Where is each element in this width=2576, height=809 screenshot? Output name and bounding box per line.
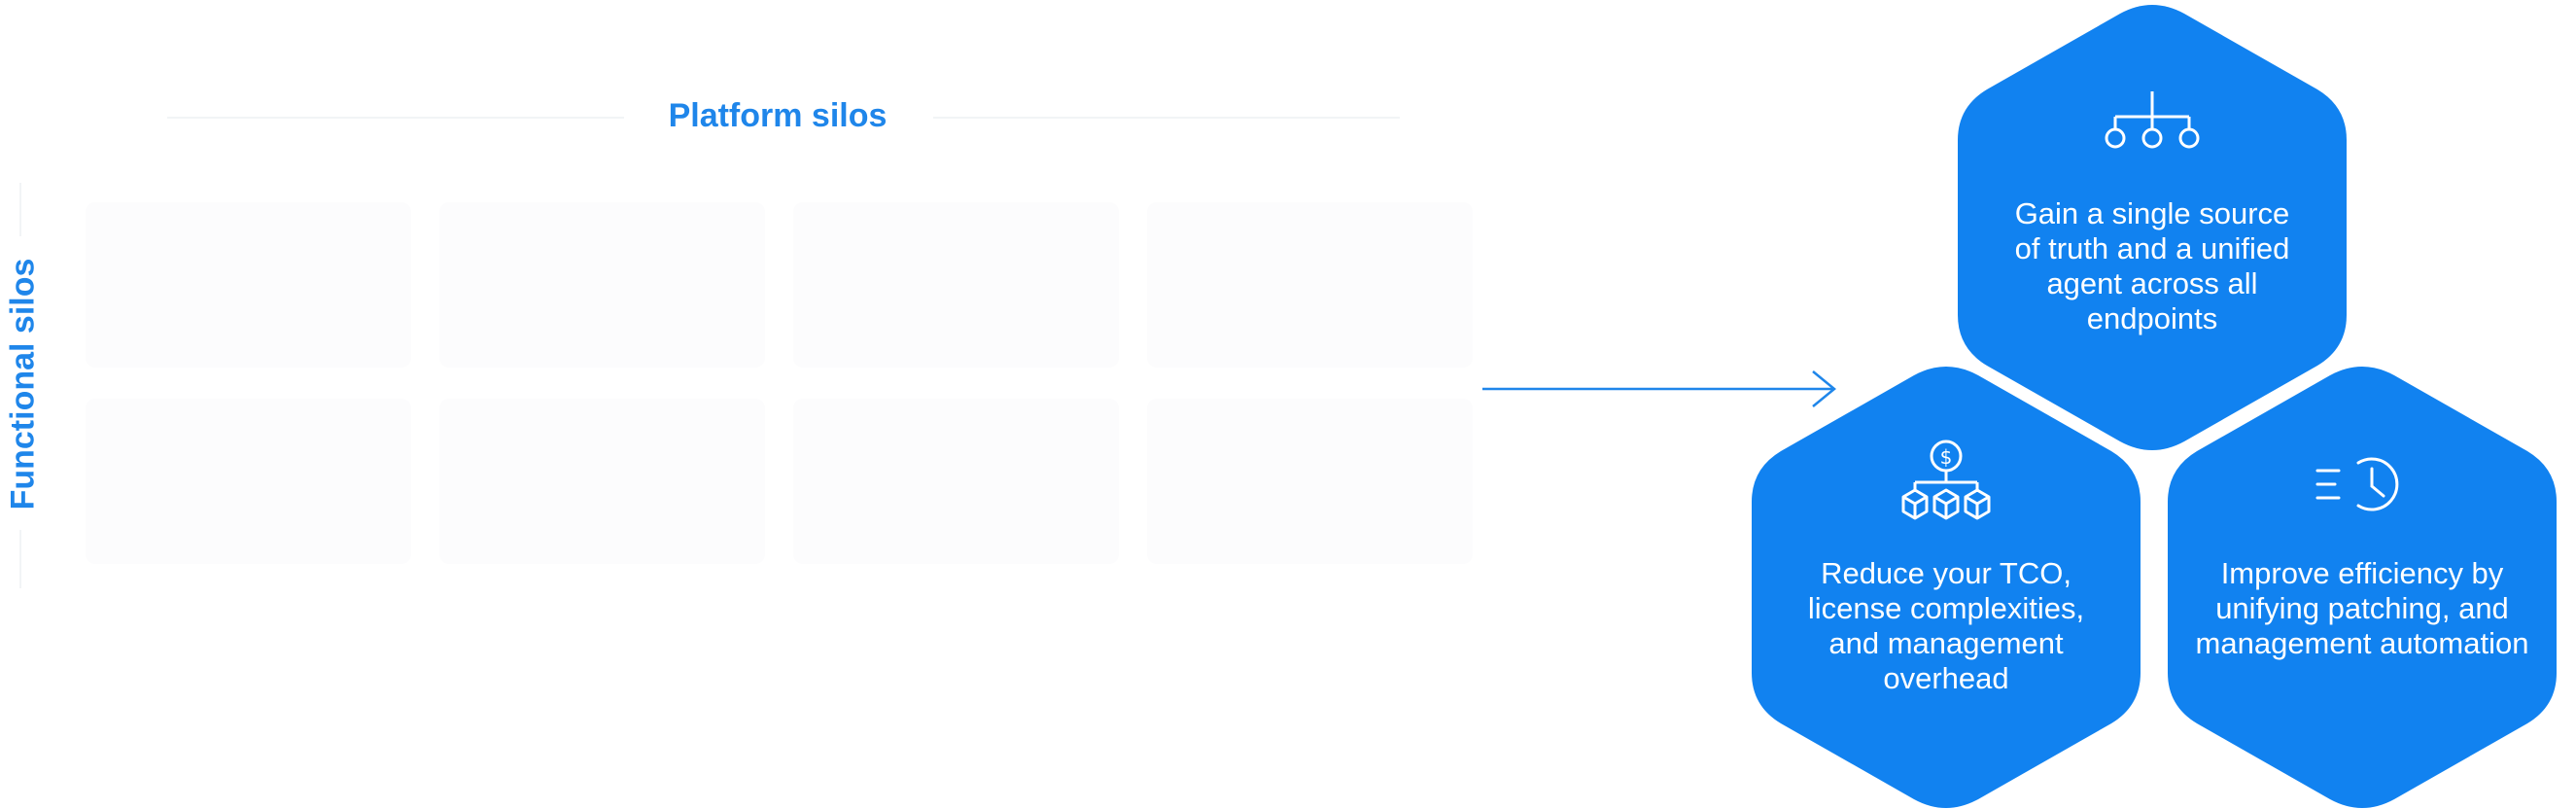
silo-cell [439, 202, 765, 368]
hierarchy-icon [2105, 91, 2200, 149]
silo-cell [86, 399, 411, 564]
cost-boxes-icon: $ [1901, 440, 1991, 520]
benefit-improve-efficiency: Improve efficiency by unifying patching,… [2164, 366, 2560, 809]
silo-cell [793, 399, 1119, 564]
benefit-reduce-tco: $ Reduce your TCO, license complexities,… [1748, 366, 2144, 809]
benefit-label: Reduce your TCO, license complexities, a… [1807, 556, 2085, 695]
benefit-label: Improve efficiency by unifying patching,… [2195, 556, 2529, 660]
benefit-single-source: Gain a single source of truth and a unif… [1954, 4, 2350, 451]
functional-silos-title: Functional silos [4, 258, 42, 510]
platform-divider-left [167, 117, 624, 119]
svg-text:$: $ [1940, 445, 1953, 469]
benefit-label: Gain a single source of truth and a unif… [2014, 196, 2290, 335]
silo-cell [793, 202, 1119, 368]
functional-divider-bottom [19, 530, 21, 588]
silo-cell [439, 399, 765, 564]
platform-silos-title: Platform silos [668, 97, 888, 134]
platform-divider-right [933, 117, 1400, 119]
right-arrow-icon [1482, 370, 1836, 407]
functional-divider-top [19, 183, 21, 236]
clock-speed-icon [2315, 457, 2399, 511]
silo-cell [86, 202, 411, 368]
silo-cell [1147, 202, 1473, 368]
silo-cell [1147, 399, 1473, 564]
